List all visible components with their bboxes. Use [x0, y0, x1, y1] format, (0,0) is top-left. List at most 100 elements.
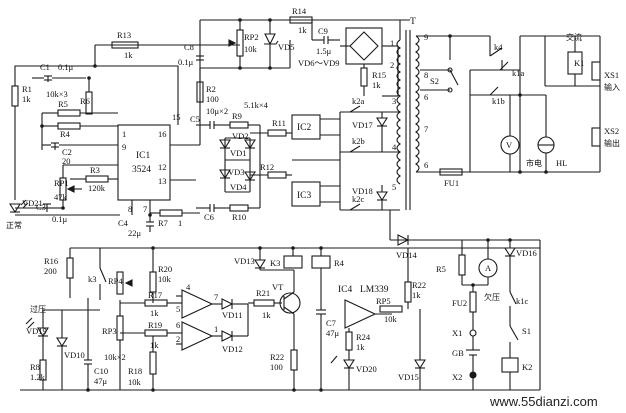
- label-k2b: k2b: [352, 136, 365, 146]
- label-r24: R24: [356, 332, 371, 342]
- label-r-series: 5.1k×4: [244, 100, 269, 110]
- label-r22b-value: 1k: [412, 290, 421, 300]
- label-r19-value: 1k: [150, 340, 159, 350]
- label-r7-value: 1: [178, 218, 182, 228]
- label-r22: R22: [270, 352, 284, 362]
- bridge-rectifier: [345, 27, 383, 65]
- label-gb: GB: [452, 348, 464, 358]
- label-r16-value: 200: [44, 266, 57, 276]
- resistor-r13: [111, 41, 139, 49]
- relay-k3: [283, 255, 303, 269]
- label-r8-value: 1.2k: [30, 372, 46, 382]
- label-c6: C6: [204, 212, 214, 222]
- transistor-vt: [279, 292, 301, 314]
- label-vd3: VD3: [228, 167, 245, 177]
- label-k2: K2: [522, 362, 532, 372]
- resistor-r24: [345, 331, 353, 351]
- label-x2: X2: [452, 372, 462, 382]
- label-ic4: IC4: [338, 285, 353, 295]
- label-r3-value: 120k: [88, 183, 106, 193]
- label-r22b: R22: [412, 280, 426, 290]
- opamp-b: [181, 321, 214, 351]
- label-c3-value: 0.1μ: [52, 214, 68, 224]
- label-vd5: VD5: [278, 42, 295, 52]
- resistor-r1: [11, 85, 19, 107]
- label-rp1: RP1: [54, 178, 69, 188]
- comparator-block: [20, 246, 540, 392]
- label-ammeter: A: [485, 263, 492, 273]
- label-c2-value: 20: [62, 156, 71, 166]
- label-c7-value: 47μ: [326, 328, 340, 338]
- label-normal-led: 正常: [6, 221, 22, 230]
- resistor-r7: [159, 209, 183, 217]
- label-c10-value: 47μ: [94, 376, 108, 386]
- resistor-r22: [290, 349, 298, 371]
- resistor-r17: [144, 299, 168, 307]
- label-vd2: VD2: [232, 131, 249, 141]
- label-ac: 交流: [566, 32, 582, 42]
- label-c8: C8: [184, 42, 194, 52]
- resistor-r20: [149, 271, 157, 293]
- label-opamp-pin1: 1: [214, 324, 218, 334]
- label-ic1-part: 3524: [132, 165, 151, 175]
- label-k3-relay: K3: [270, 258, 280, 268]
- label-r12: R12: [260, 162, 274, 172]
- resistor-r19: [144, 329, 168, 337]
- label-k3: k3: [88, 274, 97, 284]
- label-ic1-pin15: 15: [172, 112, 181, 122]
- resistor-r5: [57, 109, 81, 117]
- label-r18-value: 10k: [128, 377, 142, 387]
- label-r6: R6: [80, 96, 90, 106]
- label-vd12: VD12: [222, 344, 243, 354]
- label-c3: C3: [36, 202, 46, 212]
- comparator-ic4: [344, 299, 377, 329]
- label-output: 输出: [604, 138, 620, 148]
- label-r22-value: 100: [270, 362, 283, 372]
- driver-block: [196, 16, 410, 145]
- label-r15: R15: [372, 70, 386, 80]
- label-voltmeter: V: [506, 140, 513, 150]
- label-r13-value: 1k: [124, 50, 133, 60]
- label-c8-value: 0.1μ: [178, 57, 194, 67]
- label-r16: R16: [44, 256, 58, 266]
- label-k1: K1: [574, 58, 584, 68]
- label-r17-value: 1k: [150, 308, 159, 318]
- label-r4-relay: R4: [334, 258, 345, 268]
- label-vd11: VD11: [222, 310, 242, 320]
- label-r24-value: 1k: [356, 342, 365, 352]
- label-rp2-value: 10k: [244, 44, 258, 54]
- label-opamp-pin6: 6: [176, 320, 180, 330]
- label-r11: R11: [272, 118, 286, 128]
- label-t4: 4: [392, 142, 397, 152]
- label-r14: R14: [292, 6, 307, 16]
- component-labels: R13 1k C1 0.1μ R1 1k R5 10k×3 R6 R4 C2 2…: [6, 6, 620, 387]
- label-s1: S1: [522, 326, 531, 336]
- label-r18: R18: [128, 366, 142, 376]
- resistor-r11: [267, 129, 287, 137]
- label-hl: HL: [556, 158, 567, 168]
- label-k2c: k2c: [352, 194, 365, 204]
- label-rp3: RP3: [102, 326, 117, 336]
- label-r1: R1: [22, 84, 32, 94]
- label-t2: 2: [390, 60, 394, 70]
- label-vd15: VD15: [398, 372, 419, 382]
- label-r2-value: 100: [206, 94, 219, 104]
- label-opamp-pin5: 5: [176, 304, 180, 314]
- label-r5b: R5: [436, 264, 446, 274]
- label-t8b: 6: [424, 160, 428, 170]
- label-r15-value: 1k: [372, 80, 381, 90]
- label-xs2: XS2: [604, 126, 619, 136]
- label-r8: R8: [30, 362, 40, 372]
- label-s2: S2: [430, 76, 439, 86]
- label-k1b: k1b: [492, 96, 505, 106]
- label-rp1-value: 47k: [54, 192, 68, 202]
- label-c4-value: 22μ: [128, 228, 142, 238]
- resistor-r5b: [458, 254, 466, 276]
- label-ic1-pin16: 16: [158, 129, 167, 139]
- label-c5: C5: [190, 114, 200, 124]
- label-k2a: k2a: [352, 96, 365, 106]
- label-t8: 8: [424, 70, 428, 80]
- label-c9: C9: [318, 26, 328, 36]
- label-r17: R17: [148, 290, 162, 300]
